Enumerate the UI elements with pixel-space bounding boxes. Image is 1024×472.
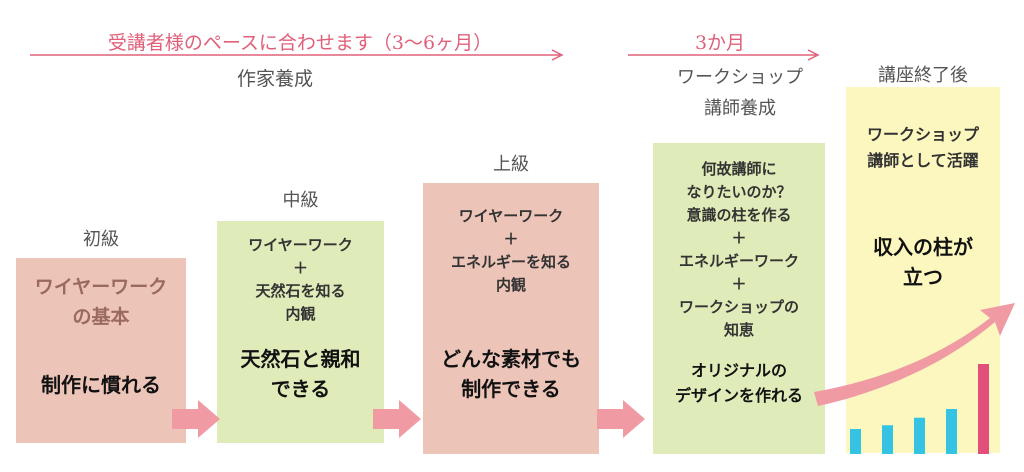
beginner-title: ワイヤーワーク の基本 bbox=[16, 272, 186, 332]
instructor-training-line1: ワークショップ bbox=[677, 67, 803, 88]
instructor-topic-1a: 何故講師に bbox=[701, 160, 777, 178]
after-course-label: 講座終了後 bbox=[878, 65, 968, 86]
advanced-goal: どんな素材でも 制作できる bbox=[423, 344, 599, 404]
income-bar-5 bbox=[978, 364, 989, 454]
advanced-topic-2: エネルギーを知る bbox=[450, 253, 571, 271]
intermediate-label: 中級 bbox=[282, 190, 319, 211]
beginner-title-line1: ワイヤーワーク bbox=[34, 276, 168, 298]
income-bars bbox=[850, 364, 989, 454]
step-arrow-3 bbox=[597, 400, 645, 438]
advanced-box bbox=[423, 183, 599, 454]
instructor-goal: オリジナルの デザインを作れる bbox=[653, 358, 825, 408]
beginner-title-line2: の基本 bbox=[72, 306, 130, 328]
after-course-box bbox=[846, 87, 1000, 453]
instructor-box bbox=[653, 143, 825, 454]
intermediate-topic-1: ワイヤーワーク bbox=[248, 236, 353, 254]
instructor-training-line2: 講師養成 bbox=[704, 98, 776, 119]
intermediate-topics: ワイヤーワーク ＋ 天然石を知る 内観 bbox=[217, 234, 384, 326]
intermediate-goal-line1: 天然石と親和 bbox=[240, 347, 361, 371]
after-course-goal: 収入の柱が 立つ bbox=[846, 232, 1000, 292]
advanced-plus: ＋ bbox=[503, 230, 519, 248]
income-bar-3 bbox=[914, 417, 925, 454]
instructor-plus-2: ＋ bbox=[731, 275, 747, 293]
income-bar-2 bbox=[882, 425, 893, 454]
after-course-goal-line1: 収入の柱が bbox=[873, 235, 973, 259]
instructor-topic-1b: なりたいのか？ bbox=[686, 183, 792, 201]
intermediate-box bbox=[217, 221, 384, 443]
step-arrow-2 bbox=[373, 400, 421, 438]
advanced-goal-line2: 制作できる bbox=[461, 377, 561, 401]
timeline-arrow-pace bbox=[30, 49, 564, 61]
writer-training-label: 作家養成 bbox=[236, 68, 313, 90]
income-bar-1 bbox=[850, 429, 861, 454]
instructor-goal-line2: デザインを作れる bbox=[674, 386, 803, 405]
after-course-goal-line2: 立つ bbox=[903, 265, 943, 289]
advanced-topic-3: 内観 bbox=[495, 276, 526, 294]
step-arrow-1 bbox=[172, 400, 220, 438]
beginner-goal: 制作に慣れる bbox=[41, 373, 161, 397]
income-bar-4 bbox=[946, 409, 957, 454]
after-course-activity-line1: ワークショップ bbox=[866, 125, 979, 144]
instructor-topic-2: エネルギーワーク bbox=[678, 252, 799, 270]
instructor-topics: 何故講師に なりたいのか？ 意識の柱を作る ＋ エネルギーワーク ＋ ワークショ… bbox=[653, 158, 825, 342]
after-course-activity-line2: 講師として活躍 bbox=[867, 151, 979, 170]
growth-arrow bbox=[814, 303, 1015, 406]
advanced-goal-line1: どんな素材でも bbox=[441, 347, 581, 371]
instructor-topic-3b: 知恵 bbox=[723, 321, 754, 339]
instructor-topic-1c: 意識の柱を作る bbox=[686, 206, 792, 224]
intermediate-plus: ＋ bbox=[292, 259, 308, 277]
beginner-box bbox=[16, 258, 186, 443]
three-months-label: 3か月 bbox=[694, 32, 746, 54]
timeline-arrow-three-months bbox=[628, 49, 820, 61]
instructor-topic-3a: ワークショップの bbox=[678, 298, 799, 316]
advanced-label: 上級 bbox=[493, 154, 529, 175]
beginner-label: 初級 bbox=[83, 229, 119, 250]
advanced-topic-1: ワイヤーワーク bbox=[458, 207, 564, 225]
advanced-topics: ワイヤーワーク ＋ エネルギーを知る 内観 bbox=[423, 205, 599, 297]
after-course-activity: ワークショップ 講師として活躍 bbox=[846, 122, 1000, 174]
instructor-goal-line1: オリジナルの bbox=[690, 361, 787, 380]
pace-label: 受講者様のペースに合わせます（3〜6ヶ月） bbox=[107, 32, 493, 54]
intermediate-goal: 天然石と親和 できる bbox=[217, 344, 384, 404]
intermediate-topic-3: 内観 bbox=[285, 305, 316, 323]
intermediate-goal-line2: できる bbox=[270, 377, 331, 401]
intermediate-topic-2: 天然石を知る bbox=[255, 282, 346, 300]
instructor-plus-1: ＋ bbox=[731, 229, 747, 247]
